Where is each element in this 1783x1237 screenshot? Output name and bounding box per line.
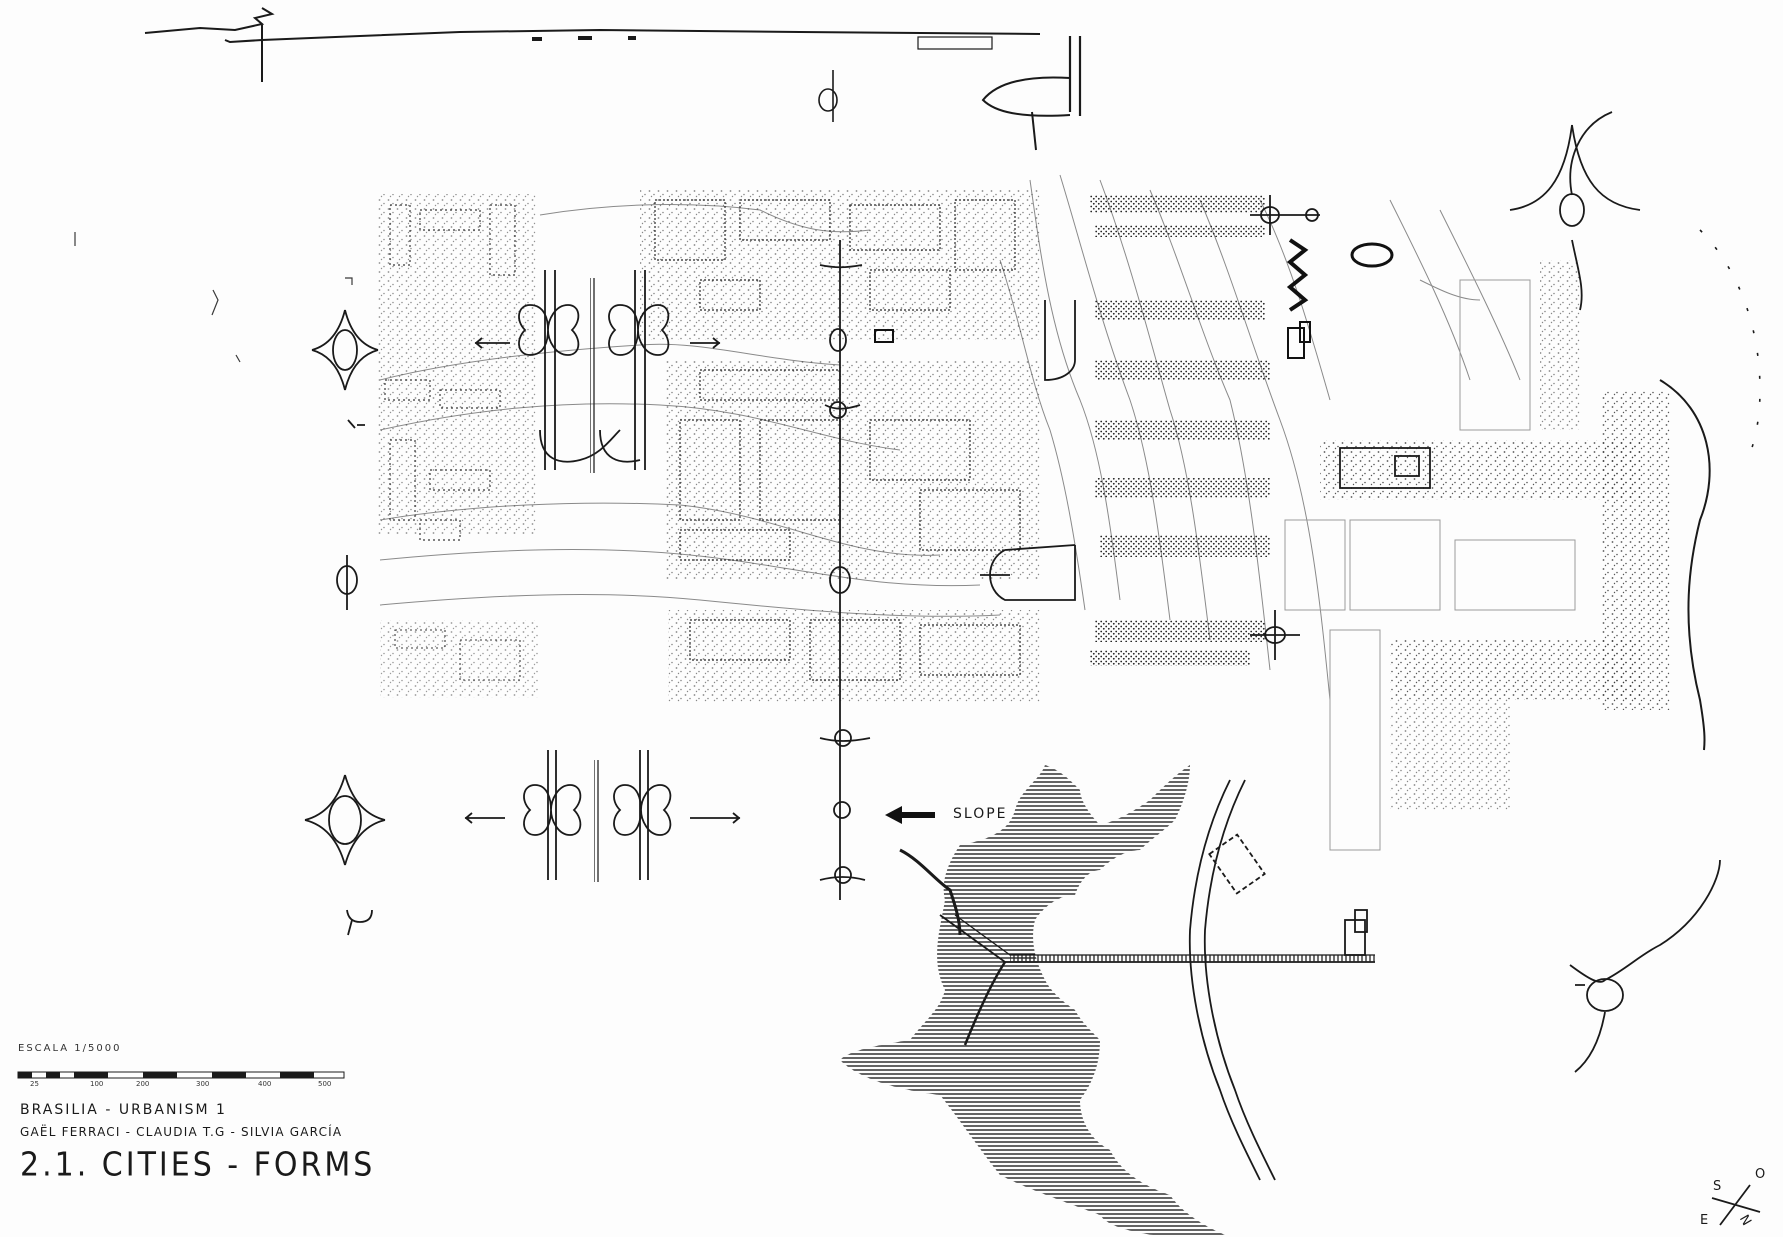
scale-tick-labels: 25 100 200 300 400 500 <box>18 1080 338 1094</box>
scale-bar <box>17 1071 345 1079</box>
cloverleaf-south-median <box>594 760 601 882</box>
lake <box>840 765 1230 1237</box>
compass-east-label: E <box>1700 1213 1709 1228</box>
east-dashed-arc <box>1699 229 1761 461</box>
compass-rose <box>1711 1184 1761 1226</box>
slope-label: SLOPE <box>953 806 1008 822</box>
block-central-middle <box>665 360 1040 580</box>
scale-tick: 25 <box>30 1080 39 1088</box>
block-markers <box>874 242 1394 359</box>
block-east <box>1284 260 1670 851</box>
drawing-subtitle: 2.1. CITIES - FORMS <box>20 1146 376 1185</box>
drawing-authors: GAËL FERRACI - CLAUDIA T.G - SILVIA GARC… <box>20 1125 343 1139</box>
east-roundabouts <box>1250 111 1721 1073</box>
block-southwest <box>380 620 540 698</box>
scale-tick: 100 <box>90 1080 104 1088</box>
cloverleaf-north <box>474 269 721 470</box>
scale-tick: 500 <box>318 1080 332 1088</box>
block-central-south <box>668 610 1040 702</box>
lake-road <box>939 779 1375 1181</box>
scale-label: ESCALA 1/5000 <box>18 1043 122 1054</box>
scale-tick: 300 <box>196 1080 210 1088</box>
compass-south-label: S <box>1713 1179 1722 1194</box>
west-roundabouts <box>304 309 386 936</box>
roundabout-top-small <box>818 70 838 122</box>
central-axis-roundabouts <box>819 240 871 900</box>
top-road-marks <box>532 36 636 41</box>
scale-tick: 400 <box>258 1080 272 1088</box>
top-road <box>144 7 1082 151</box>
cloverleaf-south <box>464 750 741 880</box>
residential-bands <box>1090 195 1270 666</box>
east-arc <box>1659 379 1711 751</box>
zigzag-building <box>1286 238 1309 312</box>
scale-tick: 200 <box>136 1080 150 1088</box>
plaza-ramp <box>980 300 1076 601</box>
drawing-title: BRASILIA - URBANISM 1 <box>20 1102 227 1118</box>
compass-west-label: O <box>1755 1167 1766 1182</box>
slope-arrow <box>885 806 935 824</box>
block-northwest <box>376 194 536 541</box>
margin-marks <box>74 232 353 363</box>
cloverleaf-north-median <box>590 278 596 473</box>
